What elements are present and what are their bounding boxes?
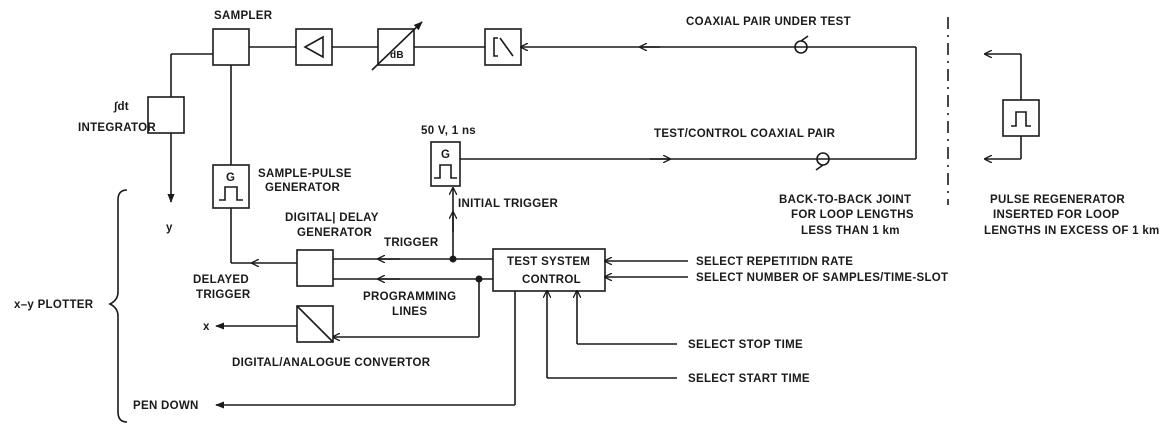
back-to-back-label-line1: BACK-TO-BACK JOINT xyxy=(779,194,911,206)
select-stop-time-label: SELECT STOP TIME xyxy=(688,339,803,351)
sampler-label: SAMPLER xyxy=(214,10,273,22)
coax-joint-bottom-tail xyxy=(815,164,824,171)
sample-generator-pulse-icon xyxy=(219,186,243,201)
amplifier-triangle-icon xyxy=(303,35,324,59)
pulse-generator-letter: G xyxy=(441,149,450,161)
select-number-of-samples-label: SELECT NUMBER OF SAMPLES/TIME-SLOT xyxy=(696,272,948,284)
equalizer-filter-icon xyxy=(493,37,514,57)
back-to-back-label-line3: LESS THAN 1 km xyxy=(801,225,900,237)
xy-plotter-brace xyxy=(108,189,128,423)
pulse-regenerator-label-line2: INSERTED FOR LOOP xyxy=(993,209,1120,221)
integrator-symbol-label: ∫dt xyxy=(113,101,129,113)
programming-lines-label-line2: LINES xyxy=(392,306,427,318)
sample-pulse-generator-label-line1: SAMPLE-PULSE xyxy=(258,168,352,180)
pulse-regenerator-box xyxy=(1002,99,1040,137)
digital-delay-generator-label-line2: GENERATOR xyxy=(297,227,373,239)
coaxial-pair-under-test-label: COAXIAL PAIR UNDER TEST xyxy=(686,16,851,28)
test-system-control-label-line2: CONTROL xyxy=(522,274,581,286)
equalizer-box xyxy=(484,28,522,66)
initial-trigger-label: INITIAL TRIGGER xyxy=(458,198,559,210)
digital-delay-generator-label-line1: DIGITAL| DELAY xyxy=(285,212,379,224)
trigger-label: TRIGGER xyxy=(384,237,439,249)
integrator-label: INTEGRATOR xyxy=(78,122,156,134)
test-system-control-label-line1: TEST SYSTEM xyxy=(507,256,590,268)
pen-down-label: PEN DOWN xyxy=(133,400,199,412)
regenerator-pulse-icon xyxy=(1011,111,1031,127)
pulse-rating-label: 50 V, 1 ns xyxy=(421,125,476,137)
y-output-label: y xyxy=(166,222,173,234)
coax-joint-top-tail xyxy=(800,35,809,42)
integrator-box xyxy=(147,96,185,134)
test-control-pair-label: TEST/CONTROL COAXIAL PAIR xyxy=(654,128,836,140)
dac-label: DIGITAL/ANALOGUE CONVERTOR xyxy=(232,357,431,369)
programming-lines-label-line1: PROGRAMMING xyxy=(363,291,456,303)
test-system-control-box xyxy=(492,248,606,292)
pulse-regenerator-label-line1: PULSE REGENERATOR xyxy=(990,194,1125,206)
select-start-time-label: SELECT START TIME xyxy=(688,373,810,385)
digital-delay-generator-box xyxy=(296,249,334,287)
pulse-regenerator-label-line3: LENGTHS IN EXCESS OF 1 km xyxy=(984,225,1160,237)
sample-generator-letter: G xyxy=(226,172,235,184)
attenuator-unit-label: dB xyxy=(390,50,404,61)
variable-attenuator-arrow-icon xyxy=(371,21,423,71)
sample-pulse-generator-label-line2: GENERATOR xyxy=(265,182,341,194)
amplifier-box xyxy=(295,28,333,66)
select-repetition-rate-label: SELECT REPETITIDN RATE xyxy=(696,256,853,268)
back-to-back-label-line2: FOR LOOP LENGTHS xyxy=(791,209,914,221)
x-output-label: x xyxy=(203,321,210,333)
delayed-trigger-label-line1: DELAYED xyxy=(193,274,249,286)
delayed-trigger-label-line2: TRIGGER xyxy=(196,289,251,301)
trigger-junction-dot xyxy=(449,255,457,263)
pulse-generator-pulse-icon xyxy=(434,164,457,179)
dac-diagonal-icon xyxy=(296,305,334,343)
sampler-box xyxy=(212,28,250,66)
xy-plotter-label: x–y PLOTTER xyxy=(14,299,94,311)
